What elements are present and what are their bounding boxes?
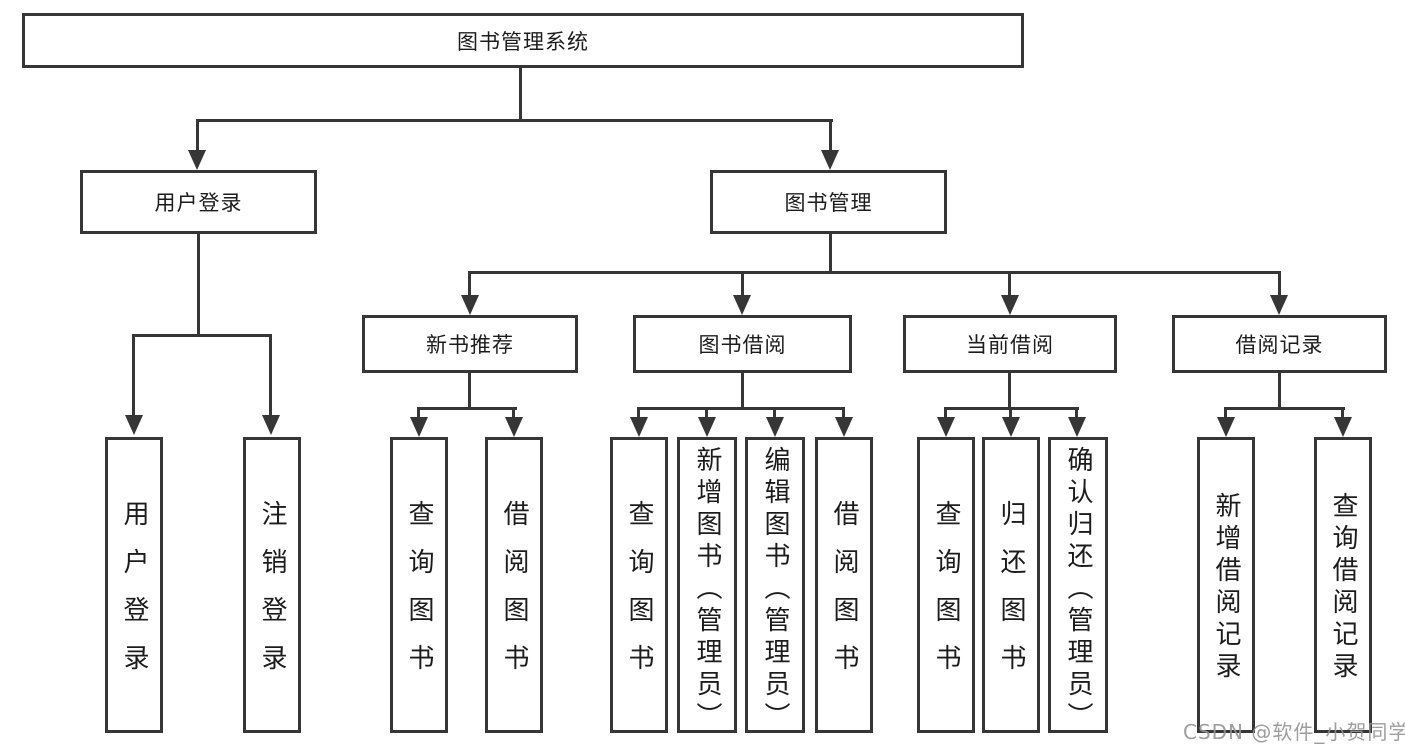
connector-stub-nb-query <box>417 407 420 417</box>
connector-stub-borrowing <box>741 271 744 295</box>
connector-records-stem <box>1278 373 1281 409</box>
connector-newbooks-crossbar <box>417 407 517 410</box>
connector-stub-user-login <box>196 119 199 152</box>
leaf-rc-add-record: 新增借阅记录 <box>1197 437 1255 733</box>
arrowhead-bw-borrow <box>835 417 853 437</box>
leaf-nb-borrow-books-label: 借阅图书 <box>499 500 529 692</box>
leaf-nb-query-books: 查询图书 <box>390 437 448 733</box>
arrowhead-nb-query <box>410 417 428 437</box>
node-root: 图书管理系统 <box>22 13 1024 68</box>
leaf-nb-query-books-label: 查询图书 <box>404 500 434 692</box>
node-new-book-recommend: 新书推荐 <box>362 315 578 373</box>
leaf-rc-query-record-label: 查询借阅记录 <box>1328 492 1358 684</box>
connector-root-stem <box>519 68 522 122</box>
arrowhead-leaf-login <box>125 415 143 435</box>
leaf-user-login-label: 用户登录 <box>119 500 149 692</box>
arrowhead-bw-query <box>630 417 648 437</box>
connector-stub-cu-confirm <box>1075 407 1078 417</box>
node-user-login: 用户登录 <box>80 170 317 234</box>
leaf-bw-borrow-books: 借阅图书 <box>815 437 873 733</box>
connector-records-crossbar <box>1224 407 1345 410</box>
arrowhead-records <box>1270 295 1288 315</box>
arrowhead-bw-add <box>698 417 716 437</box>
leaf-cu-query-books-label: 查询图书 <box>931 500 961 692</box>
connector-bookmgmt-crossbar <box>468 271 1281 274</box>
connector-stub-current <box>1008 271 1011 295</box>
leaf-user-login: 用户登录 <box>105 437 163 733</box>
arrowhead-bw-edit <box>766 417 784 437</box>
arrowhead-user-login <box>188 150 206 170</box>
connector-stub-bw-edit <box>773 407 776 417</box>
leaf-rc-add-record-label: 新增借阅记录 <box>1211 492 1241 684</box>
leaf-cu-return-books: 归还图书 <box>982 437 1040 733</box>
leaf-rc-query-record: 查询借阅记录 <box>1314 437 1372 733</box>
node-book-management-label: 图书管理 <box>784 191 873 215</box>
arrowhead-cu-return <box>1002 417 1020 437</box>
node-borrowing-records-label: 借阅记录 <box>1235 333 1324 357</box>
leaf-bw-borrow-books-label: 借阅图书 <box>829 500 859 692</box>
leaf-bw-edit-books-admin: 编辑图书（管理员） <box>745 437 805 734</box>
node-user-login-label: 用户登录 <box>154 191 243 215</box>
connector-stub-rc-query <box>1341 407 1344 417</box>
connector-current-stem <box>1008 373 1011 409</box>
connector-borrowing-stem <box>741 373 744 409</box>
leaf-bw-add-books-admin-label: 新增图书（管理员） <box>692 446 722 734</box>
connector-stub-bw-borrow <box>842 407 845 417</box>
connector-stub-rc-add <box>1224 407 1227 417</box>
connector-newbooks-stem <box>468 373 471 409</box>
leaf-bw-query-books: 查询图书 <box>610 437 668 733</box>
connector-stub-cu-return <box>1009 407 1012 417</box>
connector-stub-records <box>1278 271 1281 295</box>
connector-stub-nb-borrow <box>512 407 515 417</box>
arrowhead-cu-query <box>937 417 955 437</box>
connector-stub-bw-add <box>705 407 708 417</box>
node-book-borrowing-label: 图书借阅 <box>698 333 787 357</box>
leaf-logout: 注销登录 <box>243 437 301 733</box>
node-current-borrowing-label: 当前借阅 <box>966 333 1054 357</box>
connector-stub-cu-query <box>944 407 947 417</box>
connector-bookmgmt-stem <box>829 234 832 273</box>
arrowhead-cu-confirm <box>1068 417 1086 437</box>
leaf-cu-query-books: 查询图书 <box>917 437 975 733</box>
node-new-book-recommend-label: 新书推荐 <box>426 333 514 357</box>
leaf-nb-borrow-books: 借阅图书 <box>485 437 543 733</box>
arrowhead-current <box>1001 295 1019 315</box>
node-current-borrowing: 当前借阅 <box>903 315 1117 373</box>
connector-userlogin-crossbar <box>132 334 272 337</box>
node-borrowing-records: 借阅记录 <box>1172 315 1387 373</box>
leaf-bw-edit-books-admin-label: 编辑图书（管理员） <box>760 446 790 734</box>
connector-stub-leaf-login <box>132 334 135 415</box>
connector-userlogin-stem <box>197 234 200 335</box>
arrowhead-rc-query <box>1334 417 1352 437</box>
connector-borrowing-crossbar <box>637 407 845 410</box>
arrowhead-nb-borrow <box>505 417 523 437</box>
node-book-management: 图书管理 <box>710 170 947 234</box>
leaf-cu-confirm-return-admin-label: 确认归还（管理员） <box>1063 446 1093 734</box>
watermark: CSDN @软件_小贺同学 <box>1183 720 1405 744</box>
arrowhead-book-mgmt <box>821 150 839 170</box>
leaf-bw-query-books-label: 查询图书 <box>624 500 654 692</box>
leaf-cu-return-books-label: 归还图书 <box>996 500 1026 692</box>
connector-stub-book-mgmt <box>829 119 832 152</box>
connector-root-crossbar <box>196 119 833 122</box>
node-book-borrowing: 图书借阅 <box>633 315 852 373</box>
connector-stub-bw-query <box>637 407 640 417</box>
connector-stub-leaf-logout <box>269 334 272 415</box>
leaf-cu-confirm-return-admin: 确认归还（管理员） <box>1048 437 1108 734</box>
arrowhead-leaf-logout <box>262 415 280 435</box>
connector-stub-newbooks <box>468 271 471 295</box>
node-root-label: 图书管理系统 <box>457 29 589 54</box>
leaf-logout-label: 注销登录 <box>257 500 287 692</box>
arrowhead-rc-add <box>1217 417 1235 437</box>
leaf-bw-add-books-admin: 新增图书（管理员） <box>677 437 737 734</box>
arrowhead-newbooks <box>461 295 479 315</box>
arrowhead-borrowing <box>733 295 751 315</box>
